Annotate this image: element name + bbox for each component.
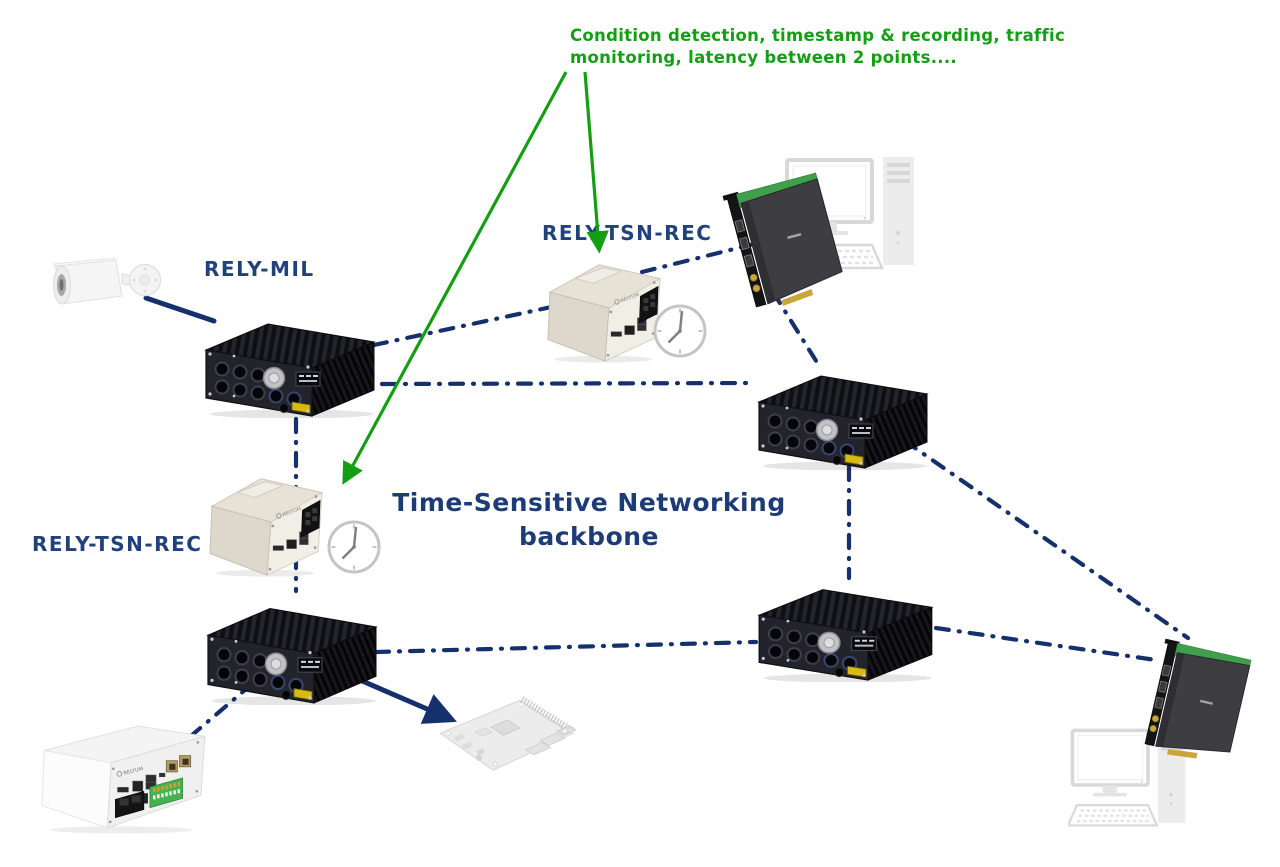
rugged-switch-1	[200, 306, 380, 418]
relyum-gateway-box	[40, 720, 208, 834]
clock-top	[652, 303, 708, 359]
backbone-title-line1: Time-Sensitive Networking	[392, 488, 786, 517]
rugged-switch-3	[202, 590, 382, 705]
rugged-switch-icon	[200, 306, 380, 418]
label-rely-tsn-rec-left: RELY-TSN-REC	[32, 532, 203, 556]
link-tsnrec1-pcie1	[639, 240, 761, 275]
tsn-rec-box-top	[546, 254, 664, 364]
backbone-title-line2: backbone	[518, 522, 660, 551]
link-pcie1-switch2	[770, 289, 821, 367]
annotation-line1: Condition detection, timestamp & recordi…	[570, 26, 1066, 45]
link-switch1-tsnrec1	[371, 303, 559, 348]
link-camera-switch1	[143, 295, 217, 324]
tsn-rec-box-left	[208, 466, 326, 580]
ip-camera-icon	[48, 250, 163, 315]
clock-icon	[326, 519, 382, 575]
annotation-text: Condition detection, timestamp & recordi…	[570, 25, 1065, 69]
relyum-gateway-icon	[40, 720, 208, 834]
rugged-switch-icon	[750, 358, 936, 470]
tsn-recorder-icon	[546, 254, 664, 364]
ip-camera	[48, 250, 163, 315]
label-rely-tsn-rec-top: RELY-TSN-REC	[542, 221, 713, 245]
clock-icon	[652, 303, 708, 359]
link-switch4-pcie2	[933, 625, 1159, 663]
tsn-recorder-icon	[208, 466, 326, 580]
raspberry-pi-icon	[432, 686, 580, 804]
link-switch1-switch2	[379, 380, 753, 387]
link-switch2-pcie2	[902, 438, 1191, 641]
annotation-line2: monitoring, latency between 2 points....	[570, 48, 957, 67]
raspberry-pi	[432, 686, 580, 804]
rugged-switch-4	[753, 572, 938, 682]
backbone-title: Time-Sensitive Networking backbone	[390, 486, 788, 554]
rugged-switch-icon	[202, 590, 382, 705]
clock-left	[326, 519, 382, 575]
label-rely-mil: RELY-MIL	[204, 257, 315, 281]
rugged-switch-icon	[753, 572, 938, 682]
rugged-switch-2	[750, 358, 936, 470]
link-switch3-switch4	[373, 639, 759, 655]
